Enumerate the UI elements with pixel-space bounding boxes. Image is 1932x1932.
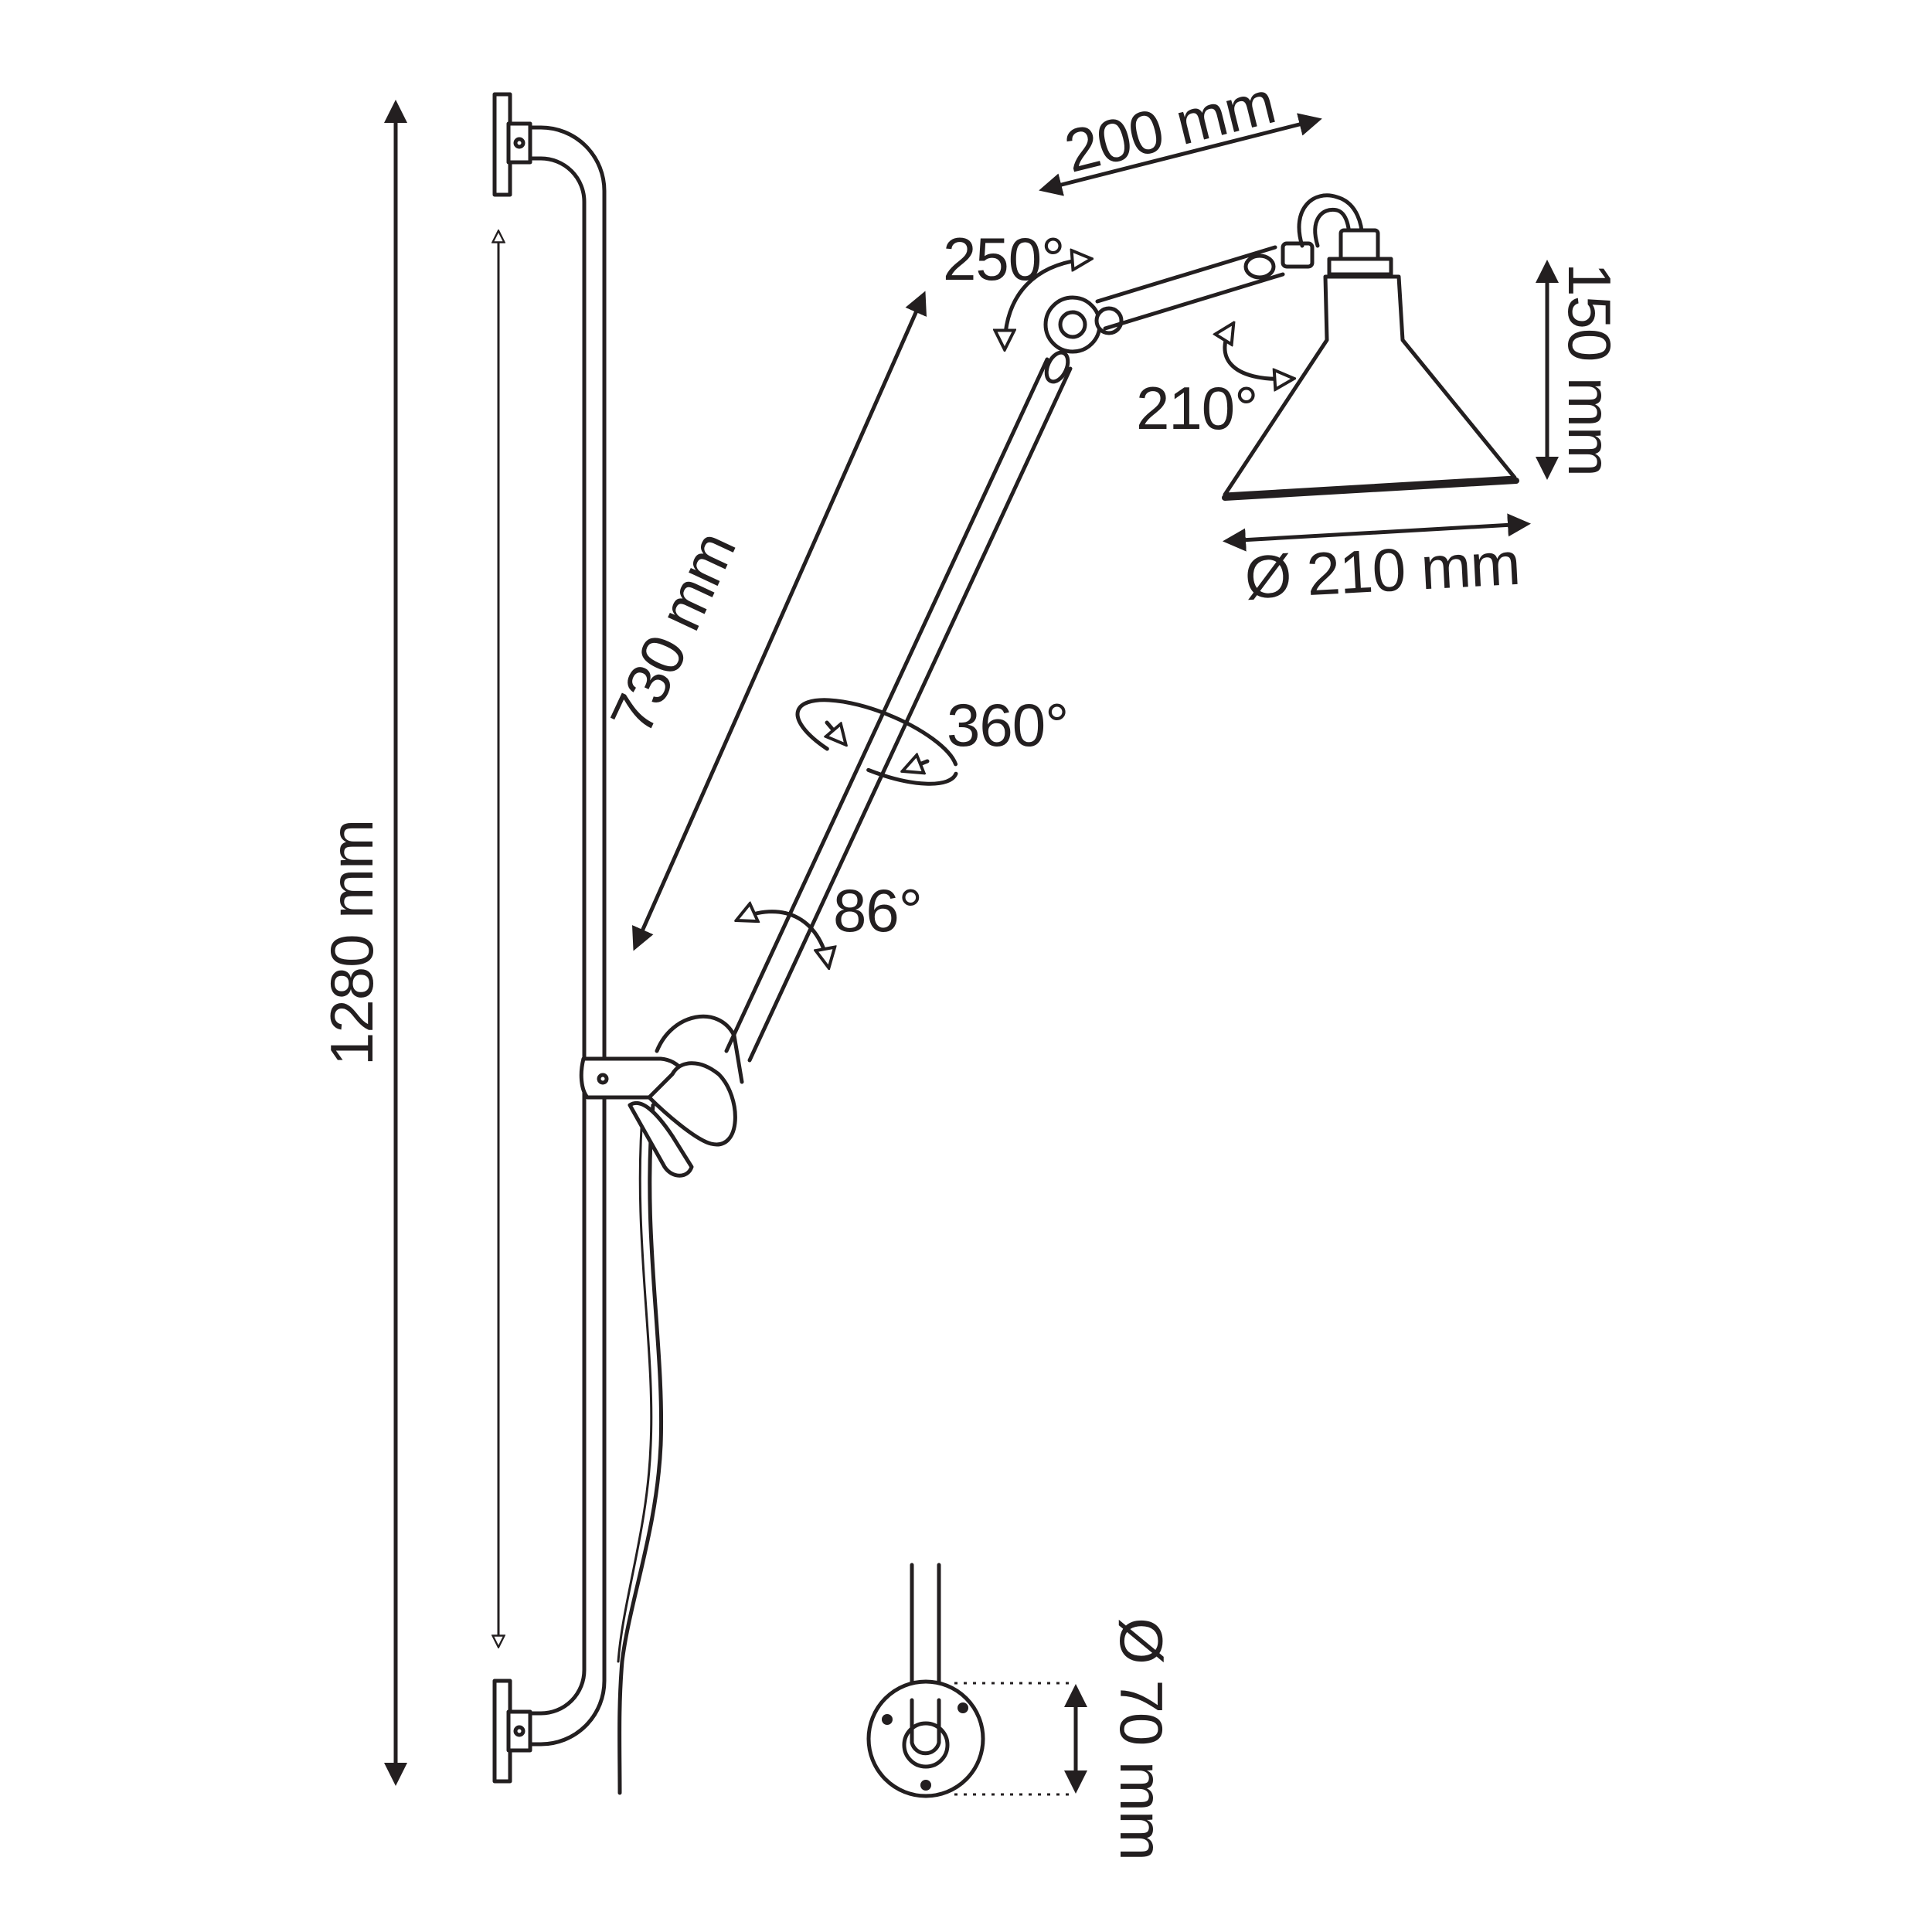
elbow-angle-arrow xyxy=(1005,259,1090,348)
base-plate-diameter-label: Ø 70 mm xyxy=(1107,1617,1175,1860)
base-plate-detail xyxy=(866,1563,1070,1798)
power-cable xyxy=(617,1103,664,1795)
head-angle-arrow xyxy=(1225,325,1292,379)
bottom-wall-bracket xyxy=(492,1679,532,1784)
rail-clamp xyxy=(579,1014,744,1178)
upper-arm xyxy=(1095,241,1315,331)
head-angle-label: 210° xyxy=(1136,374,1257,442)
arm-length-dimension-line xyxy=(631,291,927,951)
base-tilt-arrow xyxy=(738,912,828,966)
head-arm-dimension-line xyxy=(1039,113,1322,196)
arm-length-label: 730 mm xyxy=(597,522,748,743)
total-height-label: 1280 mm xyxy=(318,820,386,1066)
elbow-joint xyxy=(1043,295,1124,384)
lamp-shade xyxy=(1222,193,1519,501)
head-arm-label: 200 mm xyxy=(1058,68,1281,185)
top-wall-bracket xyxy=(492,92,532,197)
shade-height-label: 150 mm xyxy=(1556,263,1624,476)
elbow-angle-label: 250° xyxy=(943,225,1064,293)
shade-diameter-label: Ø 210 mm xyxy=(1243,529,1521,612)
shade-diameter-dimension-line xyxy=(1223,513,1531,552)
arm-rotation-label: 360° xyxy=(947,691,1068,759)
wall-rail-tube xyxy=(528,125,607,1747)
base-tilt-label: 86° xyxy=(833,876,922,944)
arm-rotation-symbol xyxy=(795,698,959,786)
